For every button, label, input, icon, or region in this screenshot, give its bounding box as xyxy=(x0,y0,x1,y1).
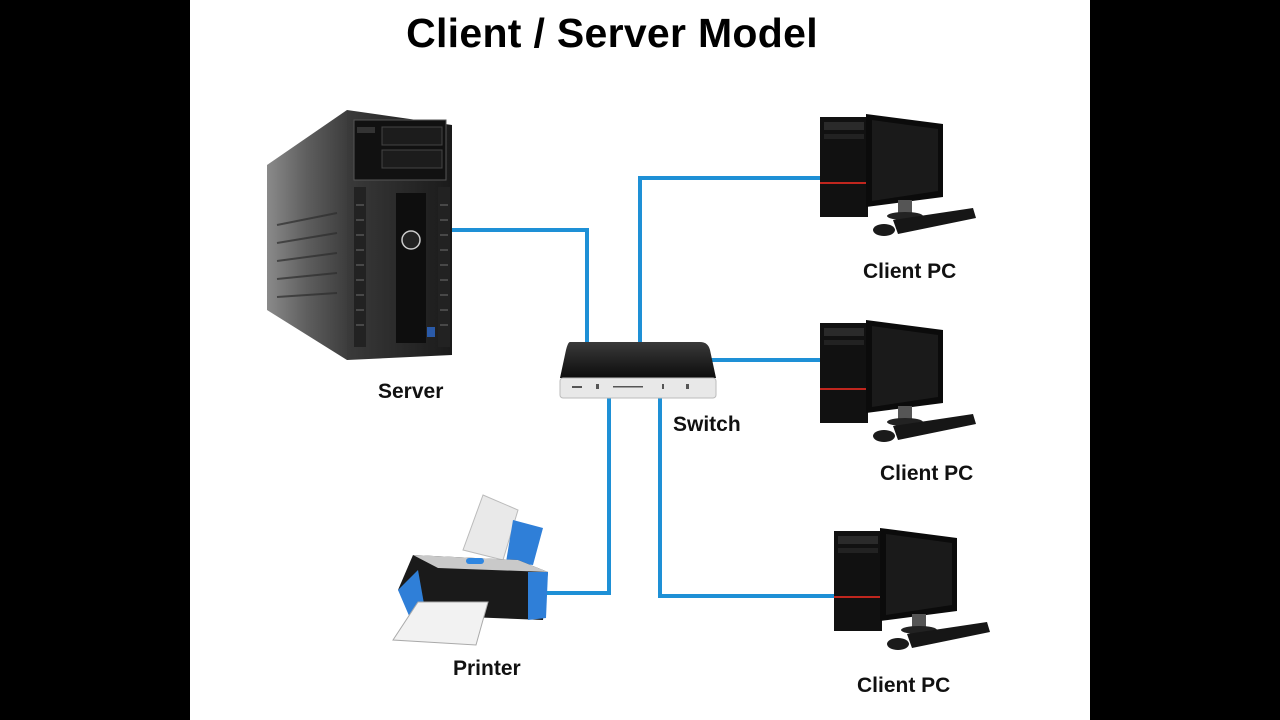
tower-server-icon[interactable] xyxy=(262,105,462,375)
wire-switch-client-1 xyxy=(638,176,822,345)
client-pc-2-label: Client PC xyxy=(880,462,974,485)
network-switch-icon[interactable] xyxy=(558,340,718,402)
wire-switch-client-3 xyxy=(658,398,836,598)
printer-icon[interactable] xyxy=(388,490,553,650)
dell-logo-icon xyxy=(401,230,421,250)
client-pc-2-icon[interactable] xyxy=(818,318,983,448)
server-label: Server xyxy=(378,380,444,403)
diagram-title: Client / Server Model xyxy=(406,10,818,56)
switch-label: Switch xyxy=(673,413,741,436)
client-pc-3-label: Client PC xyxy=(857,674,951,697)
client-pc-3-icon[interactable] xyxy=(832,526,997,656)
client-pc-1-label: Client PC xyxy=(863,260,957,283)
printer-label: Printer xyxy=(453,657,521,680)
client-pc-1-icon[interactable] xyxy=(818,112,983,242)
wire-switch-printer xyxy=(545,398,611,595)
wire-server-switch xyxy=(452,228,589,345)
